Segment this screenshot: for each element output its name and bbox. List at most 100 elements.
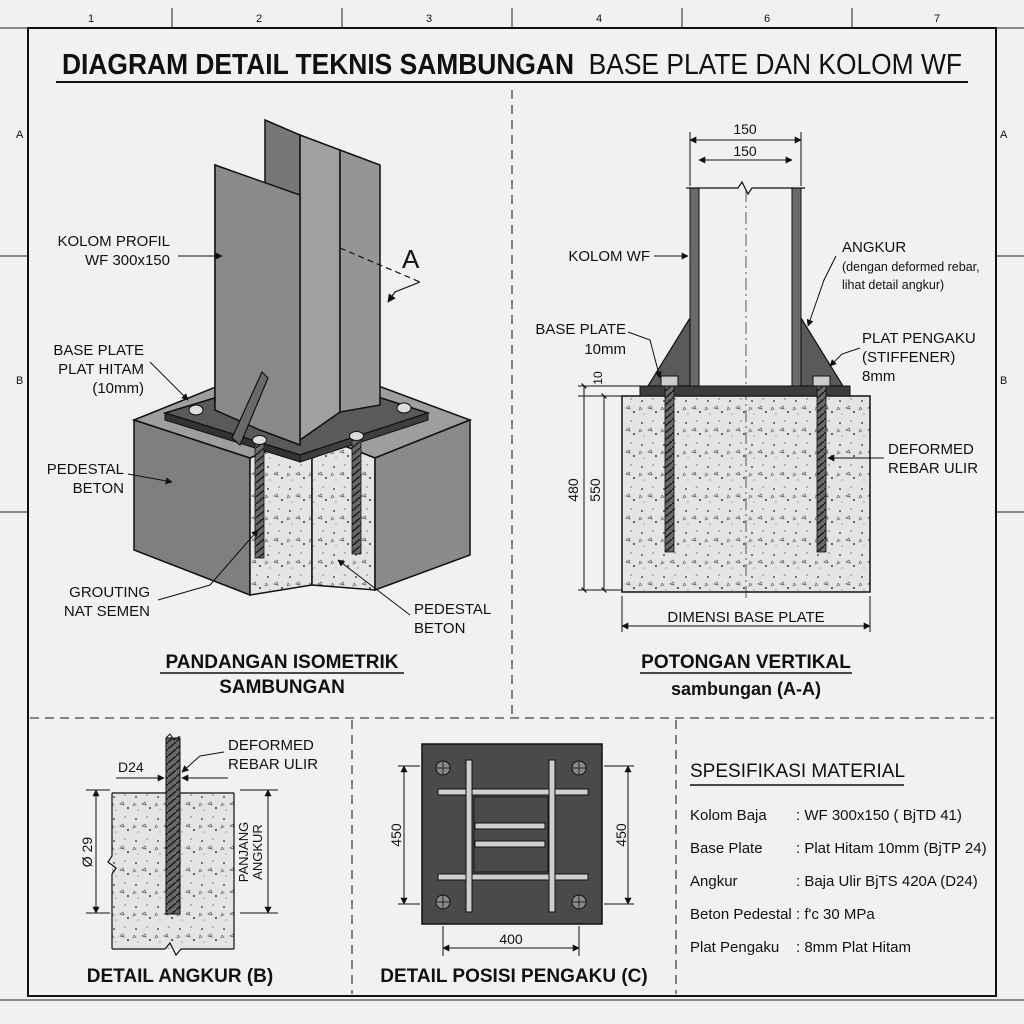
caption-section-1: POTONGAN VERTIKAL <box>641 652 851 673</box>
spec-row: Beton Pedestal : f'c 30 MPa <box>690 906 875 923</box>
label-stiff-1: PLAT PENGAKU <box>862 330 976 347</box>
label-panjang-2: ANGKUR <box>250 824 265 880</box>
spec-row: Plat Pengaku : 8mm Plat Hitam <box>690 939 911 956</box>
spec-value-beton: : f'c 30 MPa <box>796 906 875 923</box>
label-stiff-2: (STIFFENER) <box>862 349 955 366</box>
label-angkur-3: lihat detail angkur) <box>842 278 944 292</box>
anchor-nut-2 <box>349 431 364 441</box>
column-front-flange <box>214 163 301 447</box>
label-angkur-2: (dengan deformed rebar, <box>842 260 980 274</box>
label-rebar-sec-1: DEFORMED <box>888 441 974 458</box>
spec-value-angkur: : Baja Ulir BjTS 420A (D24) <box>796 873 978 890</box>
dim-pengaku-right: 450 <box>613 823 629 847</box>
pedestal-right-face <box>374 418 471 592</box>
label-pedestal2-1: PEDESTAL <box>414 601 491 618</box>
section-view: 150 150 10 480 550 DIMENSI BASE PLATE KO… <box>535 121 979 699</box>
label-bp-sec-2: 10mm <box>584 341 626 358</box>
grid-col-2: 2 <box>256 13 262 25</box>
label-grout-1: GROUTING <box>69 584 150 601</box>
dim-550: 550 <box>587 478 603 502</box>
pedestal-notch-right <box>311 431 376 591</box>
section-line <box>339 247 421 283</box>
caption-isometric-2: SAMBUNGAN <box>219 677 345 698</box>
spec-row: Kolom Baja : WF 300x150 ( BjTD 41) <box>690 807 962 824</box>
grid-col-7: 7 <box>934 13 940 25</box>
stiffener-plate <box>231 370 269 447</box>
base-plate-edge-right <box>299 412 429 463</box>
label-diameter: Ø 29 <box>79 837 95 868</box>
section-anchor-left <box>664 381 675 553</box>
label-pedestal-1: PEDESTAL <box>47 461 124 478</box>
dim-10: 10 <box>591 371 605 385</box>
grid-row-a-left: A <box>16 129 24 141</box>
spec-table: SPESIFIKASI MATERIAL Kolom Baja : WF 300… <box>690 761 987 956</box>
dim-base-plate: DIMENSI BASE PLATE <box>667 609 824 626</box>
spec-row: Angkur : Baja Ulir BjTS 420A (D24) <box>690 873 978 890</box>
grid-row-a-right: A <box>1000 129 1008 141</box>
spec-heading: SPESIFIKASI MATERIAL <box>690 761 905 782</box>
dim-480: 480 <box>565 478 581 502</box>
grid-col-6: 6 <box>764 13 770 25</box>
spec-value-kolom: : WF 300x150 ( BjTD 41) <box>796 807 962 824</box>
label-bp-2: PLAT HITAM <box>58 361 144 378</box>
svg-text:DIAGRAM DETAIL TEKNIS SAMBUNGA: DIAGRAM DETAIL TEKNIS SAMBUNGAN BASE PLA… <box>62 49 962 81</box>
pengaku-bolt-holes <box>435 760 587 910</box>
caption-section-2: sambungan (A-A) <box>671 679 821 699</box>
bolt-1 <box>188 404 204 416</box>
anchor-rod-2 <box>351 435 362 555</box>
section-nut-left <box>660 375 679 387</box>
section-arrow <box>387 281 421 303</box>
spec-value-pengaku: : 8mm Plat Hitam <box>796 939 911 956</box>
label-stiff-3: 8mm <box>862 368 895 385</box>
label-grout-2: NAT SEMEN <box>64 603 150 620</box>
caption-angkur: DETAIL ANGKUR (B) <box>87 966 273 987</box>
column-web <box>299 133 341 442</box>
anchor-nut-1 <box>252 435 267 445</box>
dim-top-150-2: 150 <box>733 143 757 159</box>
spec-label-beton: Beton Pedestal <box>690 906 792 923</box>
grid-col-1: 1 <box>88 13 94 25</box>
grid-col-4: 4 <box>596 13 602 25</box>
grid-row-b-right: B <box>1000 375 1007 387</box>
spec-row: Base Plate : Plat Hitam 10mm (BjTP 24) <box>690 840 987 857</box>
detail-pengaku: 450 450 400 DETAIL POSISI PENGAKU (C) <box>380 743 648 987</box>
grid-row-b-left: B <box>16 375 23 387</box>
spec-label-pengaku: Plat Pengaku <box>690 939 779 956</box>
spec-label-kolom: Kolom Baja <box>690 807 767 824</box>
grid-col-3: 3 <box>426 13 432 25</box>
label-angkur-1: ANGKUR <box>842 239 906 256</box>
spec-label-base-plate: Base Plate <box>690 840 763 857</box>
section-anchor-right <box>816 381 827 553</box>
label-pedestal-2: BETON <box>73 480 124 497</box>
section-nut-right <box>812 375 831 387</box>
label-bp-1: BASE PLATE <box>53 342 144 359</box>
column-right-flange <box>339 148 381 413</box>
detail-angkur: DEFORMED REBAR ULIR D24 Ø 29 PANJANG ANG… <box>79 733 318 987</box>
title-bold: DIAGRAM DETAIL TEKNIS SAMBUNGAN <box>62 49 574 81</box>
bolt-2 <box>396 402 412 414</box>
label-rebar-sec-2: REBAR ULIR <box>888 460 978 477</box>
dim-top-150-1: 150 <box>733 121 757 137</box>
label-bp-3: (10mm) <box>92 380 144 397</box>
column-flange-right <box>791 187 802 387</box>
label-panjang-1: PANJANG <box>236 822 251 882</box>
angkur-rebar <box>165 737 181 915</box>
isometric-view: A KOLOM PROFIL WF 300x150 BASE PLATE PLA… <box>47 118 491 698</box>
label-pedestal2-2: BETON <box>414 620 465 637</box>
label-bp-sec-1: BASE PLATE <box>535 321 626 338</box>
dim-pengaku-left: 450 <box>388 823 404 847</box>
anchor-rod-1 <box>254 439 265 559</box>
page-title: DIAGRAM DETAIL TEKNIS SAMBUNGAN BASE PLA… <box>56 49 968 83</box>
section-base-plate <box>639 385 851 397</box>
spec-label-angkur: Angkur <box>690 873 738 890</box>
dim-pengaku-bottom: 400 <box>499 931 523 947</box>
pengaku-stiffeners <box>437 759 589 913</box>
caption-isometric-1: PANDANGAN ISOMETRIK <box>166 652 399 673</box>
label-rebar-b-2: REBAR ULIR <box>228 756 318 773</box>
caption-pengaku: DETAIL POSISI PENGAKU (C) <box>380 966 647 987</box>
sheet-border <box>27 27 997 997</box>
section-mark-a: A <box>402 244 420 274</box>
title-normal: BASE PLATE DAN KOLOM WF <box>589 49 962 81</box>
break-line <box>686 180 805 196</box>
